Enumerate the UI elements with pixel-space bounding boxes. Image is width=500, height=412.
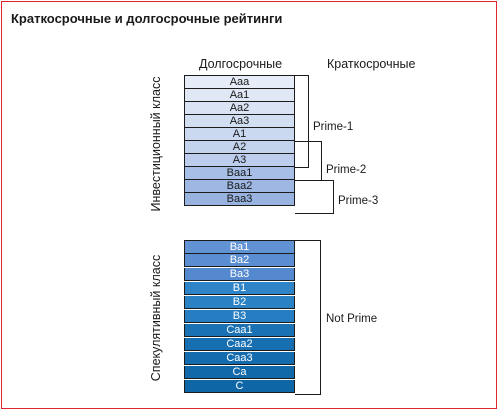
- rating-cell-ba3: Ba3: [184, 268, 295, 281]
- rating-cell-aaa: Aaa: [184, 75, 295, 89]
- not-prime-bracket: [295, 240, 321, 395]
- prime3-label: Prime-3: [338, 195, 379, 207]
- rating-cell-c: C: [184, 380, 295, 393]
- rating-cell-aa3: Aa3: [184, 115, 295, 128]
- long-term-column-header: Долгосрочные: [199, 57, 283, 71]
- rating-cell-b3: B3: [184, 310, 295, 323]
- rating-cell-b1: B1: [184, 282, 295, 295]
- rating-cell-ca: Ca: [184, 366, 295, 379]
- rating-cell-baa2: Baa2: [184, 180, 295, 193]
- diagram-title: Краткосрочные и долгосрочные рейтинги: [11, 11, 283, 26]
- rating-cell-caa2: Caa2: [184, 338, 295, 351]
- rating-cell-caa3: Caa3: [184, 352, 295, 365]
- rating-cell-b2: B2: [184, 296, 295, 309]
- prime2-label: Prime-2: [326, 164, 367, 176]
- rating-cell-caa1: Caa1: [184, 324, 295, 337]
- prime1-bracket: [295, 75, 309, 168]
- rating-cell-baa3: Baa3: [184, 193, 295, 206]
- short-term-column-header: Краткосрочные: [327, 57, 416, 71]
- rating-cell-a2: A2: [184, 141, 295, 154]
- rating-cell-aa1: Aa1: [184, 89, 295, 102]
- prime1-label: Prime-1: [313, 121, 354, 133]
- rating-cell-ba1: Ba1: [184, 240, 295, 254]
- prime3-bracket: [295, 180, 334, 214]
- rating-cell-ba2: Ba2: [184, 254, 295, 267]
- not-prime-label: Not Prime: [326, 313, 378, 325]
- rating-cell-aa2: Aa2: [184, 102, 295, 115]
- rating-cell-a3: A3: [184, 154, 295, 167]
- rating-cell-baa1: Baa1: [184, 167, 295, 180]
- rating-cell-a1: A1: [184, 128, 295, 141]
